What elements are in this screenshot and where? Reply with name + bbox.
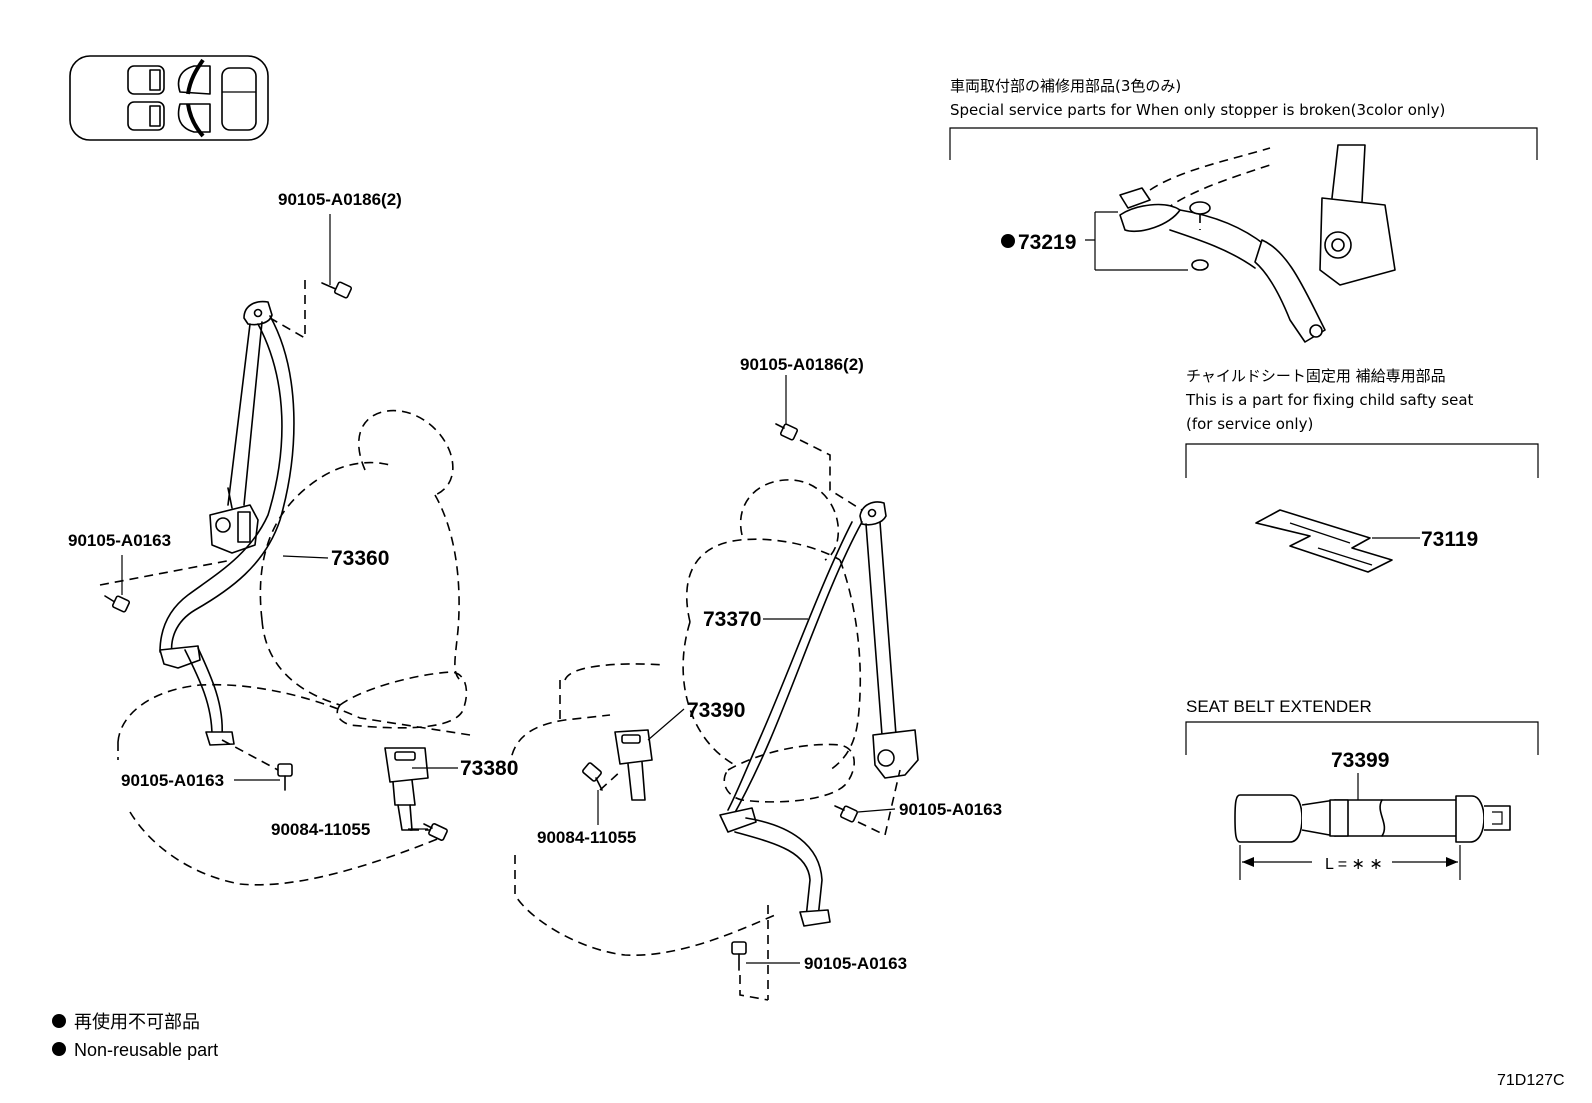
label-bolt-right-low: 90105-A0163 xyxy=(804,954,907,973)
label-bolt-left-lower: 90105-A0163 xyxy=(121,771,224,790)
label-screw-left: 90084-11055 xyxy=(271,820,370,839)
right-seat-assembly xyxy=(509,423,919,1001)
legend-bullet-en xyxy=(52,1042,66,1056)
label-buckle-right: 73390 xyxy=(687,699,745,722)
extender-buckle xyxy=(1234,794,1303,843)
extender-tongue xyxy=(1455,795,1485,843)
right-floor-anchor xyxy=(799,909,831,927)
left-bolt-top xyxy=(321,281,353,299)
label-bolt-top-left: 90105-A0186(2) xyxy=(278,190,402,209)
label-screw-right: 90084-11055 xyxy=(537,828,636,847)
stopper-retractor xyxy=(1319,197,1396,286)
left-seat-assembly xyxy=(99,280,471,886)
left-floor-anchor xyxy=(205,731,235,746)
non-reusable-marker xyxy=(1001,234,1015,248)
extender-strap xyxy=(1334,799,1461,837)
right-screw xyxy=(582,762,603,791)
right-bolt-top xyxy=(775,423,799,441)
left-lap-anchor xyxy=(159,645,201,669)
right-seat-back xyxy=(686,538,841,623)
vehicle-position-thumbnail xyxy=(69,55,269,141)
right-headrest xyxy=(739,479,840,561)
legend: 再使用不可部品 Non-reusable part xyxy=(52,1012,218,1060)
label-extender-part: 73399 xyxy=(1331,749,1389,772)
child-seat-box: チャイルドシート固定用 補給専用部品 This is a part for fi… xyxy=(1185,367,1539,573)
left-screw xyxy=(423,823,448,841)
right-belt-webbing xyxy=(731,521,863,819)
left-bolt-lower xyxy=(277,763,293,791)
child-note-jp: チャイルドシート固定用 補給専用部品 xyxy=(1186,367,1446,385)
legend-en: Non-reusable part xyxy=(74,1040,218,1060)
leader-lines xyxy=(121,214,896,964)
extender-box: SEAT BELT EXTENDER 73399 L = ∗ ∗ xyxy=(1185,697,1539,880)
label-bolt-right-mid: 90105-A0163 xyxy=(899,800,1002,819)
right-lap-anchor xyxy=(719,807,757,833)
left-seat-back xyxy=(259,461,391,621)
stopper-note-en: Special service parts for When only stop… xyxy=(950,101,1445,119)
right-seat-cushion xyxy=(509,714,611,771)
right-bolt-low xyxy=(731,941,747,971)
label-buckle-left: 73380 xyxy=(460,757,518,780)
label-bolt-top-right: 90105-A0186(2) xyxy=(740,355,864,374)
left-headrest xyxy=(357,409,454,496)
legend-bullet-jp xyxy=(52,1014,66,1028)
label-bolt-left-upper: 90105-A0163 xyxy=(68,531,171,550)
child-note-en2: (for service only) xyxy=(1186,415,1313,433)
diagram-code: 71D127C xyxy=(1497,1072,1565,1089)
left-bolt-upper xyxy=(104,595,131,613)
label-belt-right: 73370 xyxy=(703,608,761,631)
label-belt-left: 73360 xyxy=(331,547,389,570)
extender-length: L = ∗ ∗ xyxy=(1325,856,1383,873)
left-seat-cushion xyxy=(117,683,471,743)
stopper-service-box: 車両取付部の補修用部品(3色のみ) Special service parts … xyxy=(949,77,1538,343)
left-belt-webbing xyxy=(170,315,295,656)
child-note-en1: This is a part for fixing child safty se… xyxy=(1185,391,1474,409)
label-stopper-part: 73219 xyxy=(1018,231,1076,254)
extender-title: SEAT BELT EXTENDER xyxy=(1186,697,1372,716)
right-bolt-mid xyxy=(834,805,859,823)
label-child-seat-part: 73119 xyxy=(1421,528,1478,551)
stopper-clip xyxy=(1119,203,1181,233)
stopper-note-jp: 車両取付部の補修用部品(3色のみ) xyxy=(950,77,1181,95)
child-seat-plate xyxy=(1255,509,1393,573)
legend-jp: 再使用不可部品 xyxy=(74,1012,200,1032)
